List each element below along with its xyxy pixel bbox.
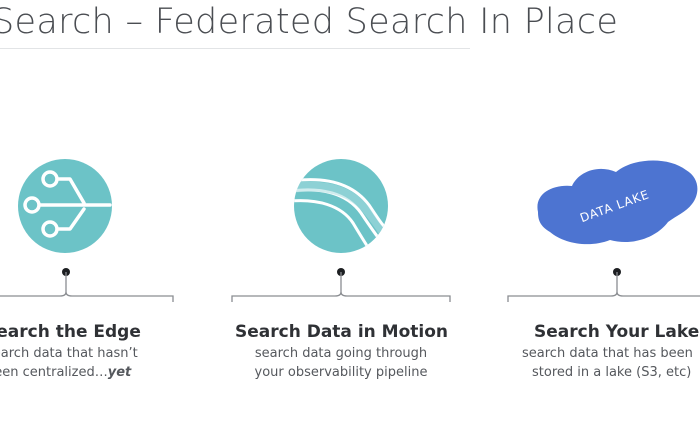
edge-desc-line2: been centralized…yet <box>0 363 138 382</box>
title-divider <box>0 48 470 49</box>
edge-description: search data that hasn’t been centralized… <box>0 344 138 382</box>
page-title: Search – Federated Search In Place <box>0 2 619 42</box>
lake-description: search data that has been stored in a la… <box>522 344 693 382</box>
bracket-lake <box>507 268 700 302</box>
lake-desc-line1: search data that has been <box>522 346 693 361</box>
lake-heading: Search Your Lake <box>534 322 700 342</box>
data-lake-icon: DATA LAKE <box>537 160 698 245</box>
lake-desc-line2: stored in a lake (S3, etc) <box>532 365 692 380</box>
bracket-edge <box>0 268 174 302</box>
edge-desc-emphasis: yet <box>107 365 132 380</box>
edge-desc-line1: search data that hasn’t <box>0 346 138 361</box>
edge-heading: Search the Edge <box>0 322 141 342</box>
circuit-icon <box>18 159 112 253</box>
edge-desc-line2-text: been centralized… <box>0 365 108 380</box>
motion-description: search data going through your observabi… <box>235 344 447 382</box>
bracket-motion <box>231 268 451 302</box>
motion-heading: Search Data in Motion <box>235 322 449 342</box>
motion-desc-line2: your observability pipeline <box>254 365 428 380</box>
data-stream-icon <box>294 159 388 253</box>
motion-desc-line1: search data going through <box>254 346 428 361</box>
